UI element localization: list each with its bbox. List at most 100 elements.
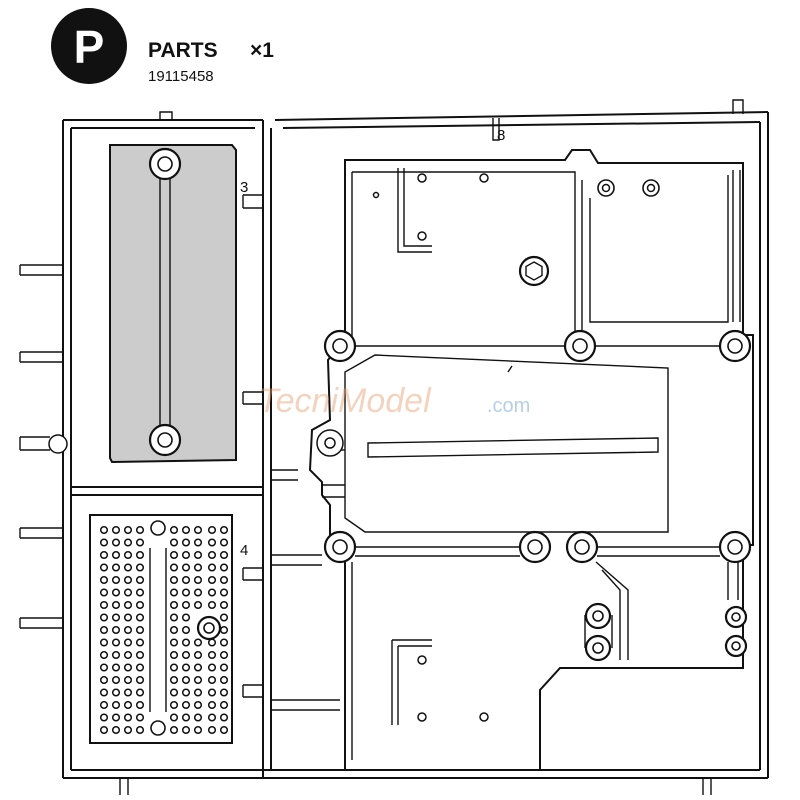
perf-hole xyxy=(219,688,229,697)
perf-hole xyxy=(111,613,121,622)
perf-hole xyxy=(219,713,229,722)
perf-hole xyxy=(99,725,109,735)
perf-hole xyxy=(169,675,179,685)
perf-hole xyxy=(169,625,179,635)
perf-hole xyxy=(219,588,229,597)
perf-hole xyxy=(135,675,145,685)
perf-hole xyxy=(135,725,145,735)
perf-hole xyxy=(135,588,145,597)
perf-hole xyxy=(111,675,121,685)
perf-hole xyxy=(135,625,145,635)
perf-hole xyxy=(123,688,133,697)
perf-hole xyxy=(169,638,179,647)
perf-hole xyxy=(123,700,133,710)
part-code: 19115458 xyxy=(148,68,214,85)
perf-hole xyxy=(219,700,229,710)
perf-hole xyxy=(123,525,133,535)
perf-hole xyxy=(181,638,191,647)
perf-hole xyxy=(181,600,191,610)
part-3-number: 3 xyxy=(240,179,248,196)
perf-hole xyxy=(193,725,203,735)
perf-hole xyxy=(111,538,121,547)
perf-hole xyxy=(181,625,191,635)
perf-hole xyxy=(169,688,179,697)
perf-hole xyxy=(219,550,229,560)
perf-hole xyxy=(207,713,217,722)
perf-hole xyxy=(123,538,133,547)
perf-hole xyxy=(181,575,191,585)
perf-hole xyxy=(111,575,121,585)
watermark: TecniModel .com xyxy=(258,382,530,420)
perf-hole xyxy=(169,563,179,572)
perf-hole xyxy=(123,725,133,735)
perf-hole xyxy=(169,588,179,597)
perf-hole xyxy=(123,638,133,647)
perf-hole xyxy=(111,550,121,560)
perf-hole xyxy=(169,550,179,560)
perf-hole xyxy=(207,638,217,647)
parts-header: P PARTS ×1 19115458 xyxy=(51,8,274,85)
perf-hole xyxy=(181,550,191,560)
perf-hole xyxy=(99,675,109,685)
perf-hole xyxy=(99,538,109,547)
perf-hole xyxy=(193,713,203,722)
perf-hole xyxy=(193,650,203,660)
perf-hole xyxy=(219,613,229,622)
perf-hole xyxy=(193,575,203,585)
perf-hole xyxy=(99,638,109,647)
perf-hole xyxy=(193,675,203,685)
perf-hole xyxy=(169,600,179,610)
perf-hole xyxy=(181,700,191,710)
perf-hole xyxy=(135,550,145,560)
perf-hole xyxy=(123,563,133,572)
perf-hole xyxy=(207,575,217,585)
watermark-suffix: .com xyxy=(487,395,530,417)
perf-hole xyxy=(99,650,109,660)
perf-hole xyxy=(193,550,203,560)
perf-hole xyxy=(181,613,191,622)
perf-hole xyxy=(207,588,217,597)
perf-hole xyxy=(123,575,133,585)
perf-hole xyxy=(219,625,229,635)
perf-hole xyxy=(181,525,191,535)
part-8: 8 xyxy=(308,127,754,771)
perf-hole xyxy=(219,663,229,672)
part-4: 4 xyxy=(89,514,248,744)
perf-hole xyxy=(181,650,191,660)
perf-hole xyxy=(207,725,217,735)
perf-hole xyxy=(123,713,133,722)
perf-hole xyxy=(169,663,179,672)
perf-hole xyxy=(193,525,203,535)
perf-hole xyxy=(169,700,179,710)
perf-hole xyxy=(135,713,145,722)
perf-hole xyxy=(193,688,203,697)
perf-hole xyxy=(111,600,121,610)
perf-hole xyxy=(99,550,109,560)
perf-hole xyxy=(219,675,229,685)
perf-hole xyxy=(219,538,229,547)
perf-hole xyxy=(111,663,121,672)
perf-hole xyxy=(181,675,191,685)
perf-hole xyxy=(135,613,145,622)
part-3: 3 xyxy=(109,144,248,464)
perf-hole xyxy=(181,713,191,722)
part-4-number: 4 xyxy=(240,542,248,559)
perf-hole xyxy=(181,563,191,572)
perf-hole xyxy=(207,688,217,697)
perf-hole xyxy=(169,613,179,622)
perf-hole xyxy=(111,625,121,635)
perf-hole xyxy=(111,688,121,697)
perf-hole xyxy=(193,663,203,672)
badge-letter: P xyxy=(74,21,105,73)
perf-hole xyxy=(123,650,133,660)
perf-hole xyxy=(135,650,145,660)
perf-hole xyxy=(181,538,191,547)
perf-hole xyxy=(135,575,145,585)
perf-hole xyxy=(123,675,133,685)
perf-hole xyxy=(181,663,191,672)
perf-hole xyxy=(169,525,179,535)
perf-hole xyxy=(181,725,191,735)
perf-hole xyxy=(111,638,121,647)
perf-hole xyxy=(135,688,145,697)
